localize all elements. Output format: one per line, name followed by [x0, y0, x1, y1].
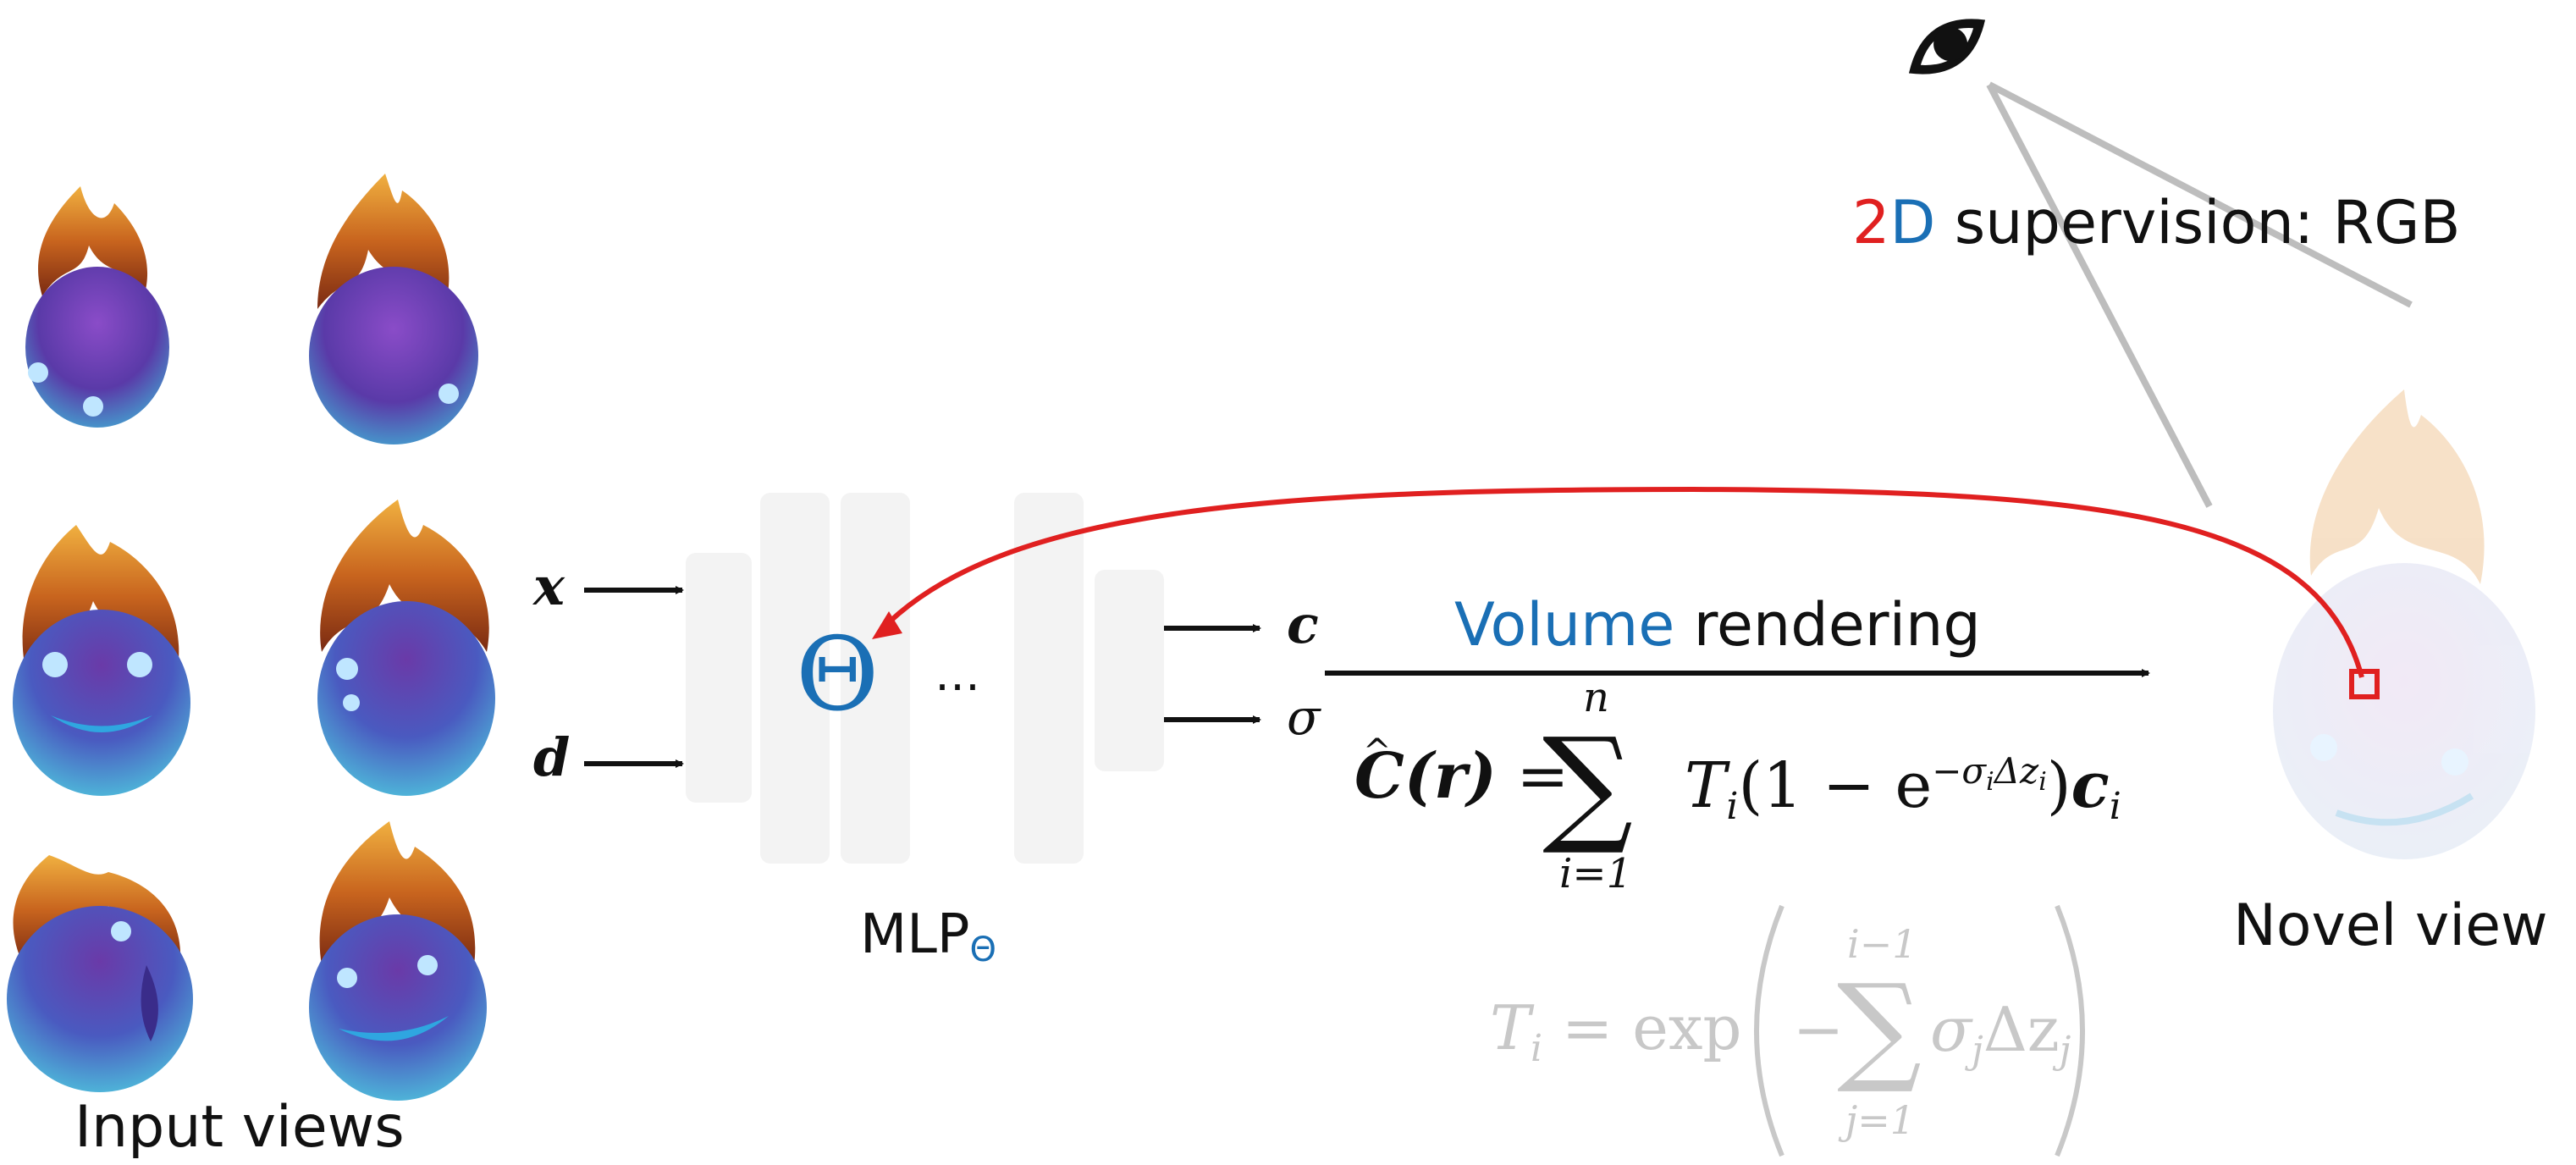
eq-paren-open: (1 − e	[1738, 749, 1933, 822]
camera-ray-2	[1988, 81, 2413, 308]
input-x-label: x	[533, 555, 565, 617]
output-sigma-label: σ	[1287, 688, 1321, 746]
tr-sum-upper: i−1	[1847, 921, 1917, 967]
volume-word: Volume	[1454, 590, 1675, 660]
input-d-label: d	[533, 726, 571, 788]
eq-c: c	[2071, 749, 2110, 822]
tr-rhs: σjΔzj	[1930, 999, 2071, 1069]
input-creature-4	[317, 500, 495, 796]
supervision-D: D	[1889, 188, 1936, 257]
eye-icon	[1908, 19, 1986, 75]
eq-T: T	[1685, 749, 1727, 822]
eq-lhs-C: C	[1354, 740, 1404, 813]
tr-sigma-sub: j	[1972, 1029, 1983, 1072]
eq-T-sub: i	[1726, 785, 1739, 828]
theta-symbol: Θ	[796, 616, 880, 734]
transmittance-paren-right	[2055, 904, 2085, 1157]
supervision-text: supervision: RGB	[1935, 188, 2461, 257]
transmittance-paren-left	[1754, 904, 1784, 1157]
rendering-equation: C(r) =	[1354, 745, 1569, 808]
supervision-2: 2	[1852, 188, 1890, 257]
tr-delta: Δz	[1983, 994, 2060, 1065]
mlp-layer-5	[1095, 570, 1164, 771]
tr-T-sub: i	[1531, 1027, 1543, 1070]
eq-exp-sub-i: i	[1986, 767, 1994, 797]
mlp-layer-1	[686, 553, 752, 803]
tr-T: T	[1490, 992, 1531, 1063]
input-creature-6	[309, 821, 487, 1101]
transmittance-lhs: Ti = exp	[1490, 997, 1742, 1068]
eq-rhs: Ti(1 − e−σiΔzi)ci	[1685, 754, 2121, 825]
volume-rendering-label: Volume rendering	[1454, 595, 1981, 654]
tr-sigma: σ	[1930, 994, 1972, 1065]
camera-ray-1	[1986, 83, 2213, 508]
tr-minus: −	[1793, 994, 1845, 1065]
eq-exponent: −σiΔzi	[1932, 750, 2047, 795]
tr-sum-lower: j=1	[1845, 1097, 1916, 1143]
eq-c-sub: i	[2109, 785, 2121, 828]
input-creature-5	[7, 855, 193, 1092]
eq-exp-sub-i2: i	[2038, 767, 2047, 797]
eq-lhs-arg: (r)	[1404, 740, 1497, 813]
output-c-label: c	[1287, 594, 1319, 655]
input-creature-3	[13, 525, 190, 796]
tr-delta-sub: j	[2059, 1029, 2071, 1072]
mlp-ellipsis: …	[935, 648, 980, 701]
supervision-label: 2D supervision: RGB	[1852, 193, 2461, 252]
eq-sum-lower: i=1	[1559, 850, 1633, 897]
supervision-feedback-curve	[878, 486, 2364, 678]
eq-sum-hat: ^	[1363, 732, 1392, 771]
eq-sum-upper: n	[1583, 674, 1609, 721]
eq-exp-delta: Δz	[1994, 750, 2039, 792]
input-creature-1	[25, 186, 169, 428]
mlp-layer-4	[1014, 493, 1084, 864]
eq-paren-close: )	[2046, 749, 2071, 822]
tr-sum-symbol: ∑	[1837, 959, 1922, 1097]
input-views-label: Input views	[74, 1094, 405, 1161]
supervision-feedback-arrowhead	[872, 611, 902, 639]
eq-exp-part: −σ	[1932, 750, 1987, 792]
pixel-marker	[2349, 669, 2380, 699]
mlp-label-base: MLP	[860, 903, 970, 966]
mlp-layer-3	[841, 493, 910, 864]
novel-view-label: Novel view	[2233, 892, 2548, 959]
tr-equals-exp: = exp	[1562, 992, 1742, 1063]
eq-equals: =	[1516, 740, 1569, 813]
mlp-label: MLPΘ	[860, 908, 996, 967]
eq-sum-symbol: ∑	[1542, 711, 1634, 859]
rendering-word: rendering	[1693, 590, 1981, 660]
novel-view-creature	[2273, 389, 2535, 859]
mlp-label-sub: Θ	[969, 930, 996, 969]
input-creature-2	[309, 174, 478, 444]
mlp-layer-2	[760, 493, 830, 864]
